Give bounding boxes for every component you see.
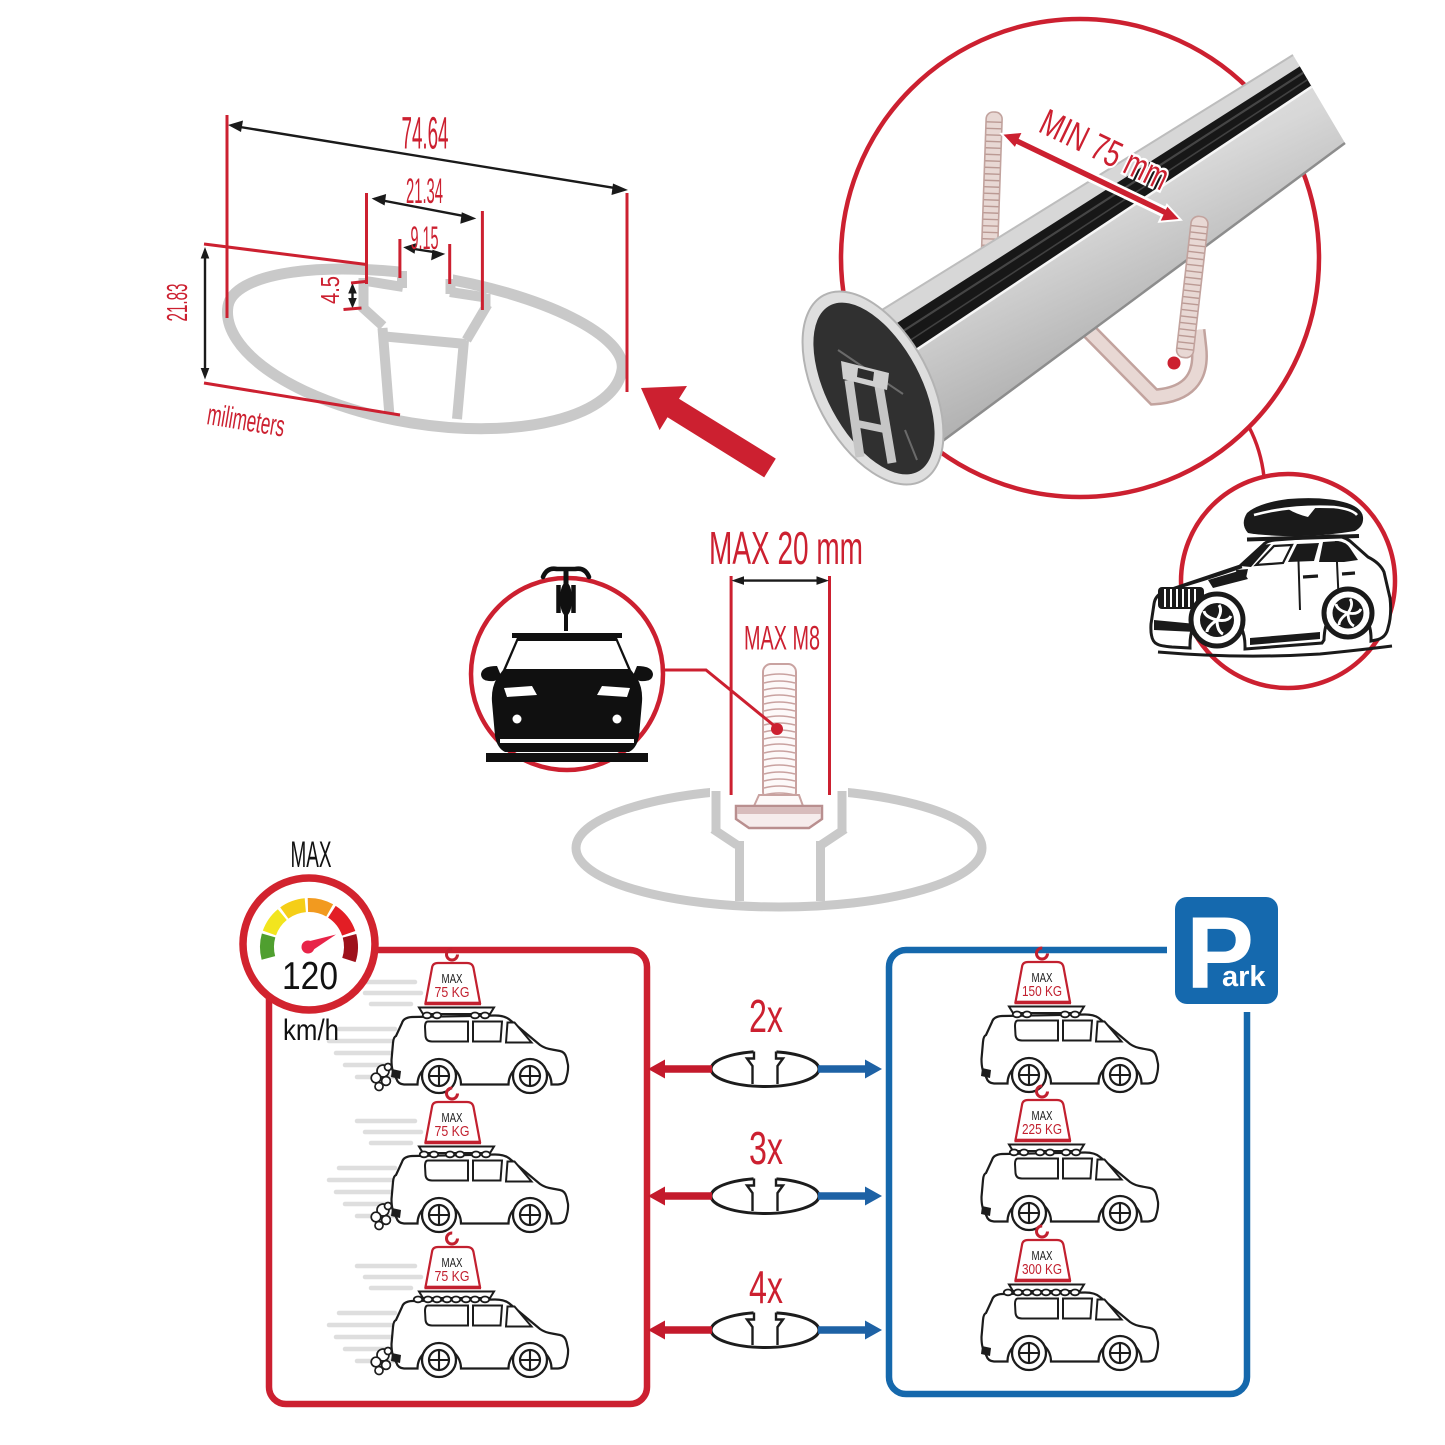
svg-text:74.64: 74.64 [402,108,449,159]
svg-text:3x: 3x [749,1122,783,1174]
svg-text:120: 120 [282,955,338,998]
svg-text:ark: ark [1222,961,1266,993]
svg-text:75 KG: 75 KG [435,985,470,1001]
svg-text:4.5: 4.5 [315,276,345,304]
svg-text:75 KG: 75 KG [435,1269,470,1285]
svg-text:MAX M8: MAX M8 [744,620,820,658]
svg-text:21.34: 21.34 [406,172,443,211]
svg-text:9.15: 9.15 [411,220,439,256]
svg-text:km/h: km/h [283,1014,339,1047]
svg-text:21.83: 21.83 [162,284,194,322]
svg-text:75 KG: 75 KG [435,1124,470,1140]
svg-text:P: P [1186,896,1254,1010]
svg-text:4x: 4x [749,1261,783,1313]
svg-text:MAX: MAX [291,834,332,875]
svg-text:300 KG: 300 KG [1022,1262,1062,1278]
svg-text:2x: 2x [749,990,783,1042]
svg-text:225 KG: 225 KG [1022,1122,1062,1138]
svg-text:150 KG: 150 KG [1022,984,1062,1000]
svg-text:MAX 20 mm: MAX 20 mm [709,522,863,574]
